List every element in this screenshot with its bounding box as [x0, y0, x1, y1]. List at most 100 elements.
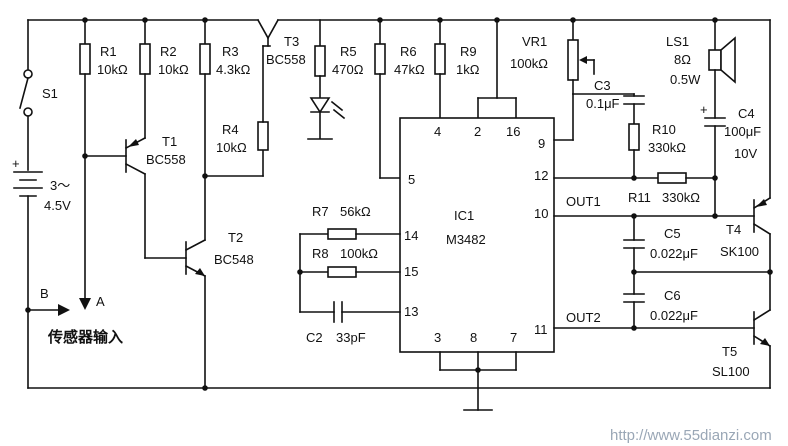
ic1-name: IC1	[454, 208, 474, 223]
c6-value: 0.022μF	[650, 308, 698, 323]
pin-number: 10	[534, 206, 548, 221]
vr1-name: VR1	[522, 34, 547, 49]
r4-resistor	[257, 121, 269, 151]
watermark: http://www.55dianzi.com	[610, 427, 772, 444]
r7-resistor	[327, 228, 357, 240]
r6-resistor	[374, 43, 386, 75]
t3-emitter-lead	[256, 18, 270, 40]
c2-name: C2	[306, 330, 323, 345]
r1-value: 10kΩ	[97, 62, 128, 77]
c6-junction	[631, 325, 637, 331]
vr1-resistor	[567, 39, 579, 81]
pin-number: 7	[510, 330, 517, 345]
ic1-part: M3482	[446, 232, 486, 247]
c4-name: C4	[738, 106, 755, 121]
node-a-arrowhead	[79, 298, 91, 310]
r10-name: R10	[652, 122, 676, 137]
c2-value: 33pF	[336, 330, 366, 345]
node-b-label: B	[40, 286, 49, 301]
pin-number: 11	[534, 322, 548, 337]
vr1-value: 100kΩ	[510, 56, 548, 71]
pin-number: 5	[408, 172, 415, 187]
r8-name: R8	[312, 246, 329, 261]
r1-resistor	[79, 43, 91, 75]
r3-resistor	[199, 43, 211, 75]
pin-number: 2	[474, 124, 481, 139]
r4-name: R4	[222, 122, 239, 137]
transistor-t2	[144, 238, 207, 389]
t4-t5-junction	[767, 269, 773, 275]
pin-number: 8	[470, 330, 477, 345]
ls1-name: LS1	[666, 34, 689, 49]
ls1-value: 8Ω	[674, 52, 691, 67]
t1-type: BC558	[146, 152, 186, 167]
r11-name: R11	[628, 190, 651, 205]
t4-name: T4	[726, 222, 741, 237]
c4-value: 100μF	[724, 124, 761, 139]
r7-value: 56kΩ	[340, 204, 371, 219]
s1-label: S1	[42, 86, 58, 101]
pin-number: 4	[434, 124, 441, 139]
transistor-t5	[752, 308, 772, 389]
r9-value: 1kΩ	[456, 62, 480, 77]
r9-name: R9	[460, 44, 477, 59]
pin-number: 15	[404, 264, 418, 279]
battery-label-2: 4.5V	[44, 198, 71, 213]
pin-number: 12	[534, 168, 548, 183]
r6-name: R6	[400, 44, 417, 59]
battery-label-1: 3～	[50, 178, 70, 193]
out1-label: OUT1	[566, 194, 601, 209]
c4-plus: +	[700, 102, 708, 117]
battery	[13, 171, 43, 389]
pin-number: 9	[538, 136, 545, 151]
r10-value: 330kΩ	[648, 140, 686, 155]
junction-dots	[82, 17, 718, 23]
r2-name: R2	[160, 44, 177, 59]
c5-name: C5	[664, 226, 681, 241]
ls1-power: 0.5W	[670, 72, 701, 87]
t2-ground-junction	[202, 385, 208, 391]
c3-value: 0.1μF	[586, 96, 620, 111]
ground-junction	[475, 367, 481, 373]
t5-name: T5	[722, 344, 737, 359]
t2-type: BC548	[214, 252, 254, 267]
c3-name: C3	[594, 78, 611, 93]
t3-type: BC558	[266, 52, 306, 67]
r4-value: 10kΩ	[216, 140, 247, 155]
t5-type: SL100	[712, 364, 750, 379]
r6-value: 47kΩ	[394, 62, 425, 77]
pin-number: 14	[404, 228, 418, 243]
r5-resistor	[314, 45, 326, 77]
r7-name: R7	[312, 204, 329, 219]
r8-value: 100kΩ	[340, 246, 378, 261]
r11-value: 330kΩ	[662, 190, 700, 205]
battery-plus: +	[12, 156, 20, 171]
node-a-label: A	[96, 294, 105, 309]
c5-value: 0.022μF	[650, 246, 698, 261]
t3-collector-lead	[266, 18, 280, 40]
r10-r11-junction	[631, 175, 637, 181]
ic1-body	[399, 117, 555, 353]
pin-number: 13	[404, 304, 418, 319]
transistor-t1	[84, 136, 147, 259]
c4-voltage: 10V	[734, 146, 757, 161]
t2-name: T2	[228, 230, 243, 245]
c6-name: C6	[664, 288, 681, 303]
r3-value: 4.3kΩ	[216, 62, 251, 77]
pin-number: 16	[506, 124, 520, 139]
t4-type: SK100	[720, 244, 759, 259]
r9-resistor	[434, 43, 446, 75]
node-b-arrowhead	[58, 304, 70, 316]
switch-s1	[19, 19, 33, 171]
sensor-input-label: 传感器输入	[47, 328, 123, 346]
led	[307, 97, 346, 140]
vr1-wiper-arrow	[579, 56, 587, 64]
r2-value: 10kΩ	[158, 62, 189, 77]
r5-name: R5	[340, 44, 357, 59]
pin-number: 3	[434, 330, 441, 345]
t3-name: T3	[284, 34, 299, 49]
r2-resistor	[139, 43, 151, 75]
r11-resistor	[657, 172, 687, 184]
